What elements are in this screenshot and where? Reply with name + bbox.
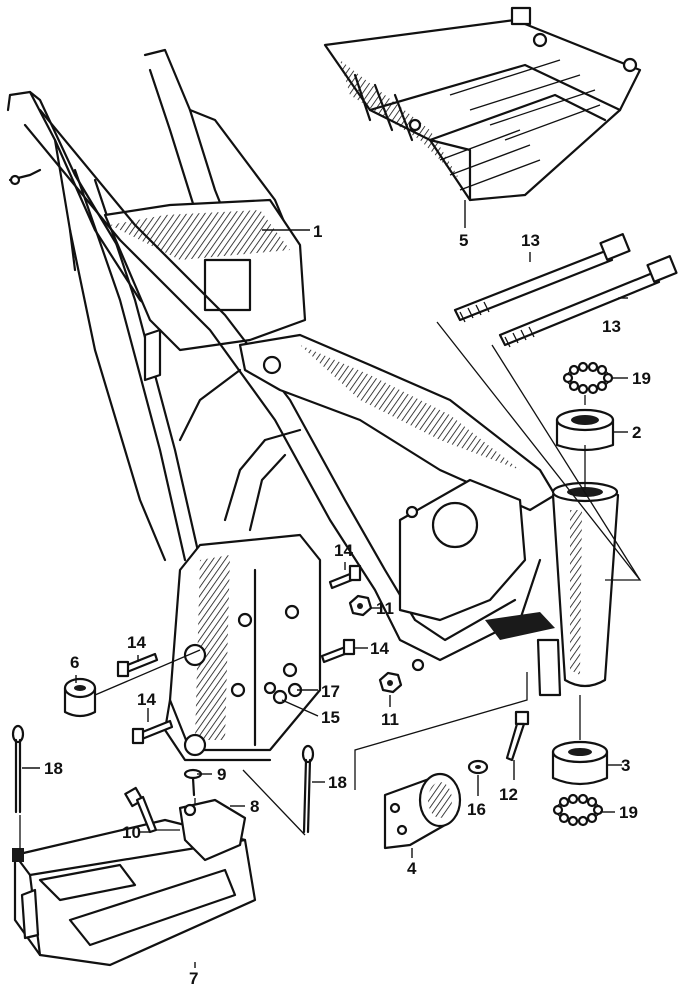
callout-15: 15 — [321, 708, 340, 727]
callout-7: 7 — [189, 969, 198, 988]
callout-19-lower: 19 — [619, 803, 638, 822]
callout-9: 9 — [217, 765, 226, 784]
callout-labels: 1 2 3 4 5 6 7 8 9 10 11 11 12 13 13 14 1… — [44, 222, 651, 988]
callout-5: 5 — [459, 231, 468, 250]
callout-8: 8 — [250, 797, 259, 816]
split-pin-parts — [11, 724, 315, 834]
callout-13-lower: 13 — [602, 317, 621, 336]
ball-race-upper-part — [562, 361, 614, 395]
callout-18-left: 18 — [44, 759, 63, 778]
washer-parts — [263, 681, 303, 705]
callout-14-a: 14 — [334, 541, 353, 560]
ball-race-lower-part — [552, 793, 604, 827]
bushing-part — [63, 677, 97, 718]
callout-11-upper: 11 — [376, 599, 394, 618]
callout-2: 2 — [632, 423, 641, 442]
callout-17: 17 — [321, 682, 340, 701]
nut-parts — [348, 594, 403, 694]
callout-4: 4 — [407, 859, 417, 878]
callout-14-c: 14 — [370, 639, 389, 658]
callout-leaders — [22, 200, 628, 968]
bearing-upper-part — [555, 408, 615, 452]
assembly-lines — [19, 321, 642, 850]
damper-washer-part — [467, 759, 489, 775]
callout-16: 16 — [467, 800, 486, 819]
callout-1: 1 — [313, 222, 322, 241]
pin-part — [183, 768, 203, 797]
main-frame-part — [6, 48, 620, 762]
callout-19-upper: 19 — [632, 369, 651, 388]
bearing-lower-part — [551, 740, 609, 786]
callout-3: 3 — [621, 756, 630, 775]
callout-11-lower: 11 — [381, 710, 399, 729]
damper-part — [383, 772, 462, 850]
callout-6: 6 — [70, 653, 79, 672]
callout-12: 12 — [499, 785, 518, 804]
bolt-10-part — [124, 786, 158, 834]
bolt-parts — [116, 564, 362, 745]
callout-18-right: 18 — [328, 773, 347, 792]
callout-14-b: 14 — [127, 633, 146, 652]
callout-10: 10 — [122, 823, 141, 842]
skid-plate-part — [323, 6, 642, 202]
long-bolt-part — [453, 233, 678, 348]
damper-bolt-part — [505, 710, 530, 762]
bracket-part — [178, 798, 247, 862]
callout-14-d: 14 — [137, 690, 156, 709]
callout-13-upper: 13 — [521, 231, 540, 250]
guard-part — [12, 818, 257, 967]
